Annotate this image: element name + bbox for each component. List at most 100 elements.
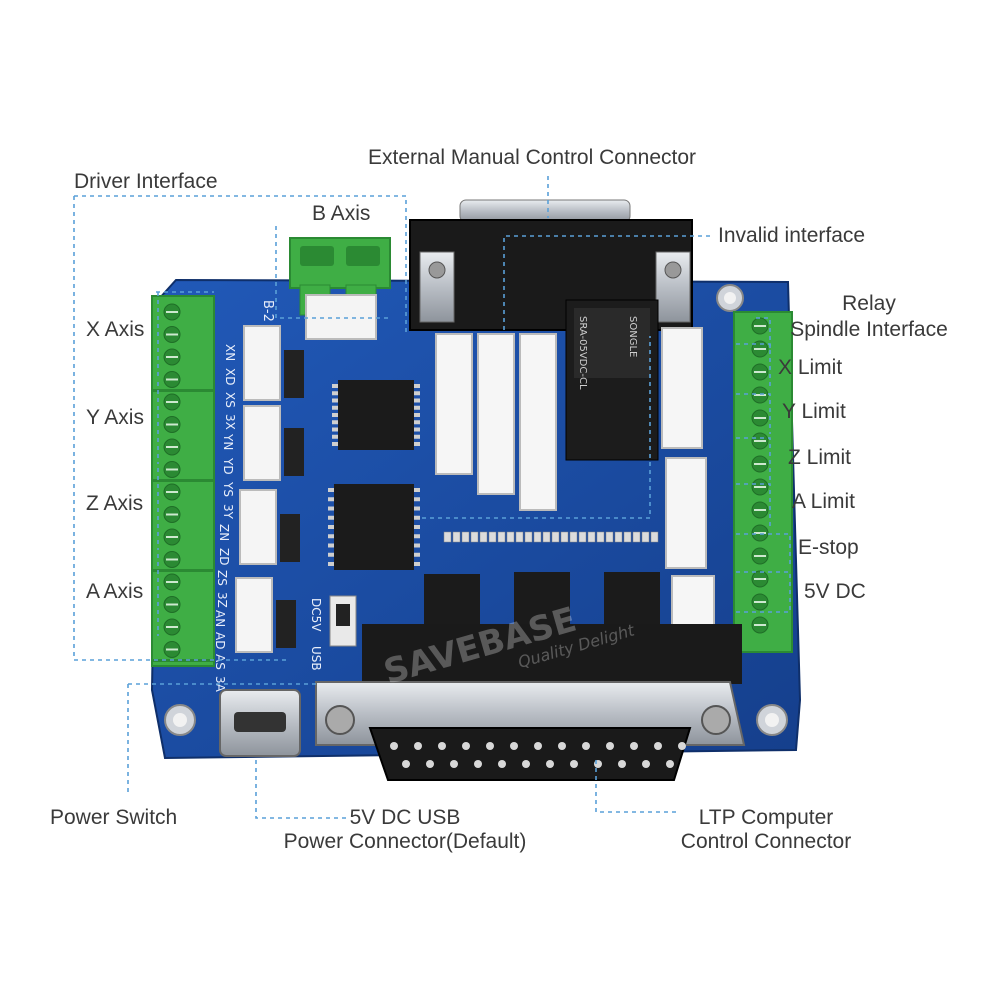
db25-pin xyxy=(654,742,662,750)
label-ltp-line2: Control Connector xyxy=(680,830,852,853)
db25-pin xyxy=(606,742,614,750)
label-ltp-line1: LTP Computer xyxy=(698,806,834,829)
driver-ic-lower xyxy=(334,484,414,570)
db25-pin xyxy=(630,742,638,750)
header-pin xyxy=(461,531,470,543)
db25-pin xyxy=(558,742,566,750)
relay-brand: SONGLE xyxy=(627,316,638,357)
db25-pin xyxy=(522,760,530,768)
header-pin xyxy=(569,531,578,543)
db25-pin xyxy=(486,742,494,750)
db25-pin xyxy=(546,760,554,768)
silk-xd: XD xyxy=(223,368,237,385)
header-pin xyxy=(614,531,623,543)
label-b-axis: B Axis xyxy=(312,202,371,225)
label-y-axis: Y Axis xyxy=(86,406,144,429)
callout-lines xyxy=(73,176,791,819)
db25-pin xyxy=(426,760,434,768)
silk-yd: YD xyxy=(221,457,235,475)
relay-model: SRA-05VDC-CL xyxy=(577,316,588,390)
header-pin xyxy=(578,531,587,543)
header-pin xyxy=(497,531,506,543)
header-pin xyxy=(623,531,632,543)
silk-ys: YS xyxy=(221,481,235,497)
db25-pin xyxy=(570,760,578,768)
label-y-limit: Y Limit xyxy=(782,400,846,423)
db25-pin xyxy=(462,742,470,750)
db25-pin xyxy=(582,742,590,750)
header-pin xyxy=(587,531,596,543)
label-z-limit: Z Limit xyxy=(788,446,851,469)
header-pin xyxy=(650,531,659,543)
label-a-axis: A Axis xyxy=(86,580,144,603)
pin-header-row xyxy=(443,531,659,543)
header-pin xyxy=(524,531,533,543)
white-header-connectors xyxy=(435,333,557,511)
db25-pin xyxy=(534,742,542,750)
ltp-db25-connector xyxy=(315,624,746,781)
label-x-limit: X Limit xyxy=(778,356,843,379)
db25-pin xyxy=(390,742,398,750)
driver-ic-upper xyxy=(338,380,414,450)
header-pin xyxy=(641,531,650,543)
db25-pin xyxy=(498,760,506,768)
label-relay-line1: Relay xyxy=(842,292,896,315)
silk-dc5v: DC5V xyxy=(309,598,323,632)
header-pin xyxy=(452,531,461,543)
label-power-switch: Power Switch xyxy=(50,806,178,829)
silk-axis-labels: XN XD XS 3X YN YD YS 3Y ZN ZD ZS 3Z AN A… xyxy=(213,344,237,693)
db25-pin xyxy=(642,760,650,768)
silk-3y: 3Y xyxy=(221,504,235,520)
db25-pin xyxy=(510,742,518,750)
label-e-stop: E-stop xyxy=(798,536,859,559)
db25-pin xyxy=(474,760,482,768)
power-switch-component xyxy=(329,595,357,647)
label-relay-line2: Spindle Interface xyxy=(790,318,948,341)
small-ics xyxy=(424,572,660,626)
header-pin xyxy=(533,531,542,543)
header-pin xyxy=(605,531,614,543)
silk-3x: 3X xyxy=(223,414,237,430)
silk-as: AS xyxy=(213,654,227,670)
header-pin xyxy=(470,531,479,543)
label-a-limit: A Limit xyxy=(792,490,856,513)
header-pin xyxy=(488,531,497,543)
header-pin xyxy=(443,531,452,543)
label-usb-line2: Power Connector(Default) xyxy=(283,830,527,853)
silk-ad: AD xyxy=(213,632,227,649)
silk-xn: XN xyxy=(223,344,237,361)
label-driver-interface: Driver Interface xyxy=(74,170,218,193)
silk-zn: ZN xyxy=(217,524,231,541)
label-external-manual: External Manual Control Connector xyxy=(368,146,697,169)
silk-xs: XS xyxy=(223,392,237,408)
db25-pin xyxy=(666,760,674,768)
db25-pin xyxy=(618,760,626,768)
label-invalid-interface: Invalid interface xyxy=(718,224,866,247)
silk-zd: ZD xyxy=(217,548,231,565)
silk-3z: 3Z xyxy=(215,592,229,608)
header-pin xyxy=(542,531,551,543)
resistor-array xyxy=(276,350,304,648)
label-x-axis: X Axis xyxy=(86,318,145,341)
left-terminal-blocks xyxy=(151,295,215,667)
db25-pin xyxy=(414,742,422,750)
header-pin xyxy=(560,531,569,543)
header-pin xyxy=(506,531,515,543)
silk-b2: B-2 xyxy=(260,300,275,322)
db25-pin xyxy=(678,742,686,750)
silk-yn: YN xyxy=(221,433,235,450)
silk-usb: USB xyxy=(309,646,323,671)
db25-pin xyxy=(438,742,446,750)
db25-pin xyxy=(402,760,410,768)
silk-an: AN xyxy=(213,610,227,627)
header-pin xyxy=(479,531,488,543)
relay: SRA-05VDC-CL SONGLE xyxy=(565,299,659,461)
header-pin xyxy=(551,531,560,543)
b-axis-terminal xyxy=(289,237,391,340)
mini-usb-connector xyxy=(219,689,301,757)
ic-pins xyxy=(328,384,420,566)
label-z-axis: Z Axis xyxy=(86,492,144,515)
header-pin xyxy=(632,531,641,543)
